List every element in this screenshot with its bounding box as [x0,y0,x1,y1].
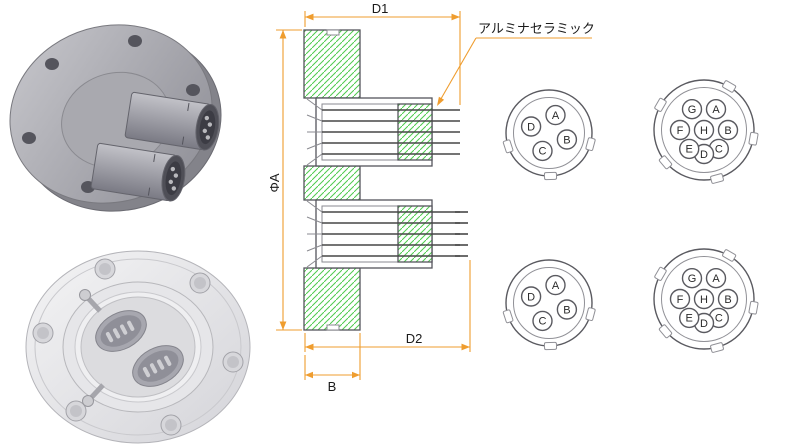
contact-pin-dot [202,128,208,134]
alumina-ceramic-label: アルミナセラミック [478,21,595,36]
guide-pin-tip [79,289,91,301]
pin-slot [157,359,165,370]
connector-face-4pin-top [502,89,597,181]
flange-notch [326,29,340,36]
dimension-phi-a-label: ΦA [267,173,282,192]
connector-recess [132,345,184,387]
bolt-hole [128,35,142,47]
connector-bore [165,161,182,196]
pin-slot [112,328,121,339]
contact-pin-dot [204,115,210,121]
pin-slot [164,355,172,366]
connector-face-8pin-top [653,79,759,185]
guide-pin [85,295,102,313]
dimension-d1: D1 [304,1,461,105]
connector-face-8pin-bottom [653,248,759,354]
contact-pin-dot [205,135,211,140]
dimension-d2-label: D2 [406,331,423,346]
pin-slot [127,320,135,331]
bayonet-slot [181,136,185,145]
alumina-ceramic-annotation: アルミナセラミック [437,21,595,106]
dimension-b: B [304,333,361,394]
contact-pin-dot [173,173,179,178]
contact-pin-dot [207,122,213,127]
pin-slot [105,332,114,343]
connector-bore [199,110,216,145]
bolt-hole [45,58,59,70]
pin-slot [142,367,151,378]
dimension-d1-label: D1 [372,1,389,16]
iso-3d-view [9,24,222,212]
contact-pin-dot [170,166,176,172]
flange-plate-section [303,165,361,201]
flange-plate-section [303,267,361,331]
flange-notch [326,324,340,331]
connector-section-bottom [306,199,461,269]
dimension-d2: D2 [304,260,471,352]
connector-face-4pin-bottom [502,259,597,351]
connector-barrel [124,91,220,151]
connector-section-top [306,97,461,167]
guide-pin-tip [82,395,94,407]
connector-recess [95,310,147,352]
guide-pin [88,383,105,401]
connector-barrel [90,142,186,202]
contact-pin-dot [168,179,174,185]
bolt-holes [32,258,244,436]
bayonet-slot [147,187,151,196]
bolt-hole [186,84,200,96]
dimension-b-label: B [328,379,337,394]
pin-slot [120,324,128,335]
bayonet-slot [153,153,156,163]
front-3d-view [25,250,251,444]
contact-pin-dot [171,186,177,191]
dimension-phi-a: ΦA [267,29,302,331]
flange-plate-section [303,29,361,99]
flange-rim-line [34,258,242,436]
bayonet-slot [187,102,190,112]
cross-section-view: D1 ΦA D2 B [267,1,595,394]
pin-slot [149,363,158,374]
bolt-hole [22,132,36,144]
